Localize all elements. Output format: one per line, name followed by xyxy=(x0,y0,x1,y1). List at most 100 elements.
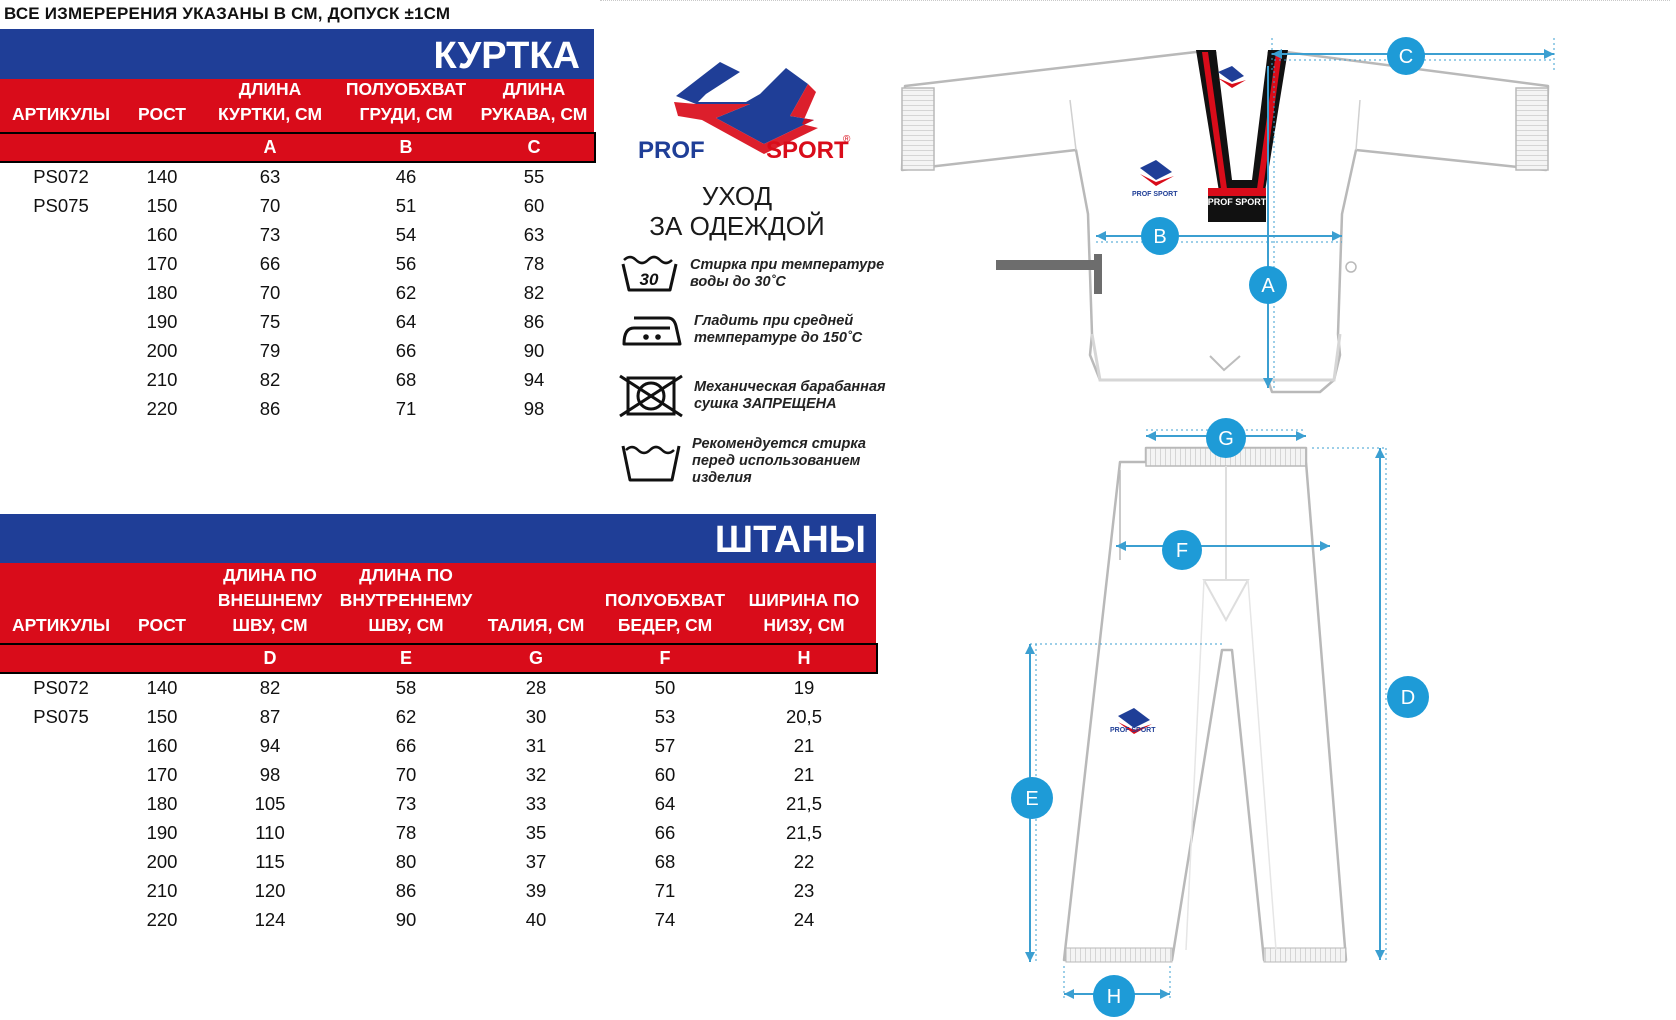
pants-cell-art: PS075 xyxy=(33,706,89,727)
pants-cell-h: 140 xyxy=(146,677,178,698)
chest-logo-icon: PROF SPORT xyxy=(1132,160,1178,198)
collar-logo-icon xyxy=(1218,66,1246,88)
pants-cell-f: 64 xyxy=(654,793,676,814)
pants-cell-g: 39 xyxy=(525,880,547,901)
pants-col-waist: ТАЛИЯ, СМ xyxy=(487,615,585,635)
jacket-cell-b: 66 xyxy=(395,340,417,361)
jacket-letter-a: A xyxy=(263,137,277,157)
pants-cell-h: 160 xyxy=(146,735,178,756)
jacket-cell-c: 98 xyxy=(523,398,545,419)
jacket-cell-c: 63 xyxy=(523,224,545,245)
pants-letter-d: D xyxy=(263,648,277,668)
jacket-cell-c: 94 xyxy=(523,369,545,390)
wash-before-use-icon xyxy=(621,445,681,481)
pants-cell-h: 190 xyxy=(146,822,178,843)
pants-cell-e: 80 xyxy=(395,851,417,872)
pants-cell-f: 71 xyxy=(654,880,676,901)
pants-letter-h: H xyxy=(797,648,811,668)
pants-cell-hh: 19 xyxy=(793,677,815,698)
marker-h: H xyxy=(1093,975,1135,1017)
logo-mark-icon: PROF SPORT ® xyxy=(638,62,851,164)
jacket-cell-c: 90 xyxy=(523,340,545,361)
svg-text:E: E xyxy=(1025,788,1038,810)
jacket-cell-h: 210 xyxy=(146,369,178,390)
logo-text-prof: PROF xyxy=(638,137,705,164)
pants-cell-d: 94 xyxy=(259,735,281,756)
jacket-cell-c: 55 xyxy=(523,166,545,187)
pants-letter-row: D E G F H xyxy=(0,643,878,674)
pants-letter-f: F xyxy=(659,648,671,668)
jacket-letter-row: A B C xyxy=(0,132,596,163)
pants-cell-f: 53 xyxy=(654,706,676,727)
jacket-cell-a: 86 xyxy=(259,398,281,419)
jacket-letter-c: C xyxy=(527,137,541,157)
svg-text:A: A xyxy=(1261,275,1275,297)
marker-g: G xyxy=(1206,418,1246,458)
care-text-wash: Стирка при температуре воды до 30˚С xyxy=(690,257,885,290)
marker-f: F xyxy=(1162,530,1202,570)
svg-text:PROF SPORT: PROF SPORT xyxy=(1110,727,1156,734)
jacket-cell-h: 160 xyxy=(146,224,178,245)
jacket-cell-c: 78 xyxy=(523,253,545,274)
pants-cell-f: 68 xyxy=(654,851,676,872)
jacket-cell-b: 62 xyxy=(395,282,417,303)
marker-c: C xyxy=(1387,37,1425,75)
iron-icon xyxy=(622,316,682,346)
jacket-cell-a: 63 xyxy=(259,166,281,187)
jacket-title-band: КУРТКА xyxy=(0,29,594,79)
pants-col-height: РОСТ xyxy=(138,615,186,635)
marker-e: E xyxy=(1011,777,1053,819)
care-text-iron: Гладить при средней температуре до 150˚С xyxy=(694,313,863,346)
jacket-cell-h: 200 xyxy=(146,340,178,361)
jacket-letter-b: B xyxy=(399,137,413,157)
pants-cell-hh: 24 xyxy=(793,909,815,930)
pants-cell-d: 110 xyxy=(255,822,285,843)
jacket-cell-c: 82 xyxy=(523,282,545,303)
svg-text:D: D xyxy=(1401,687,1415,709)
svg-text:PROF SPORT: PROF SPORT xyxy=(1132,191,1178,198)
pants-cell-d: 115 xyxy=(255,851,285,872)
pants-cell-d: 120 xyxy=(254,880,286,901)
pants-cell-g: 31 xyxy=(525,735,547,756)
pants-cell-e: 86 xyxy=(395,880,417,901)
jacket-row: 200 79 66 90 xyxy=(0,340,596,369)
jacket-col-chest: ПОЛУОБХВАТ ГРУДИ, СМ xyxy=(345,79,467,124)
jacket-cell-a: 70 xyxy=(259,282,281,303)
jacket-cell-h: 190 xyxy=(146,311,178,332)
pants-cell-g: 40 xyxy=(525,909,547,930)
jacket-col-sleeve: ДЛИНА РУКАВА, СМ xyxy=(480,79,588,124)
marker-b: B xyxy=(1141,217,1179,255)
pants-cell-h: 220 xyxy=(146,909,178,930)
care-text-dry: Механическая барабанная сушка ЗАПРЕЩЕНА xyxy=(694,379,886,412)
pants-cell-h: 180 xyxy=(146,793,178,814)
jacket-cell-a: 79 xyxy=(259,340,281,361)
jacket-cell-a: 73 xyxy=(259,224,281,245)
pants-cell-hh: 22 xyxy=(793,851,815,872)
collar-patch-text: PROF SPORT xyxy=(1208,197,1267,207)
pants-cell-e: 62 xyxy=(395,706,417,727)
pants-cell-h: 200 xyxy=(146,851,178,872)
svg-text:B: B xyxy=(1153,226,1166,248)
pants-col-articles: АРТИКУЛЫ xyxy=(11,615,111,635)
marker-a: A xyxy=(1249,266,1287,304)
pants-cell-hh: 21 xyxy=(793,764,815,785)
logo-registered-mark: ® xyxy=(843,134,851,145)
pants-cell-d: 105 xyxy=(254,793,286,814)
pants-cell-e: 66 xyxy=(395,735,417,756)
pants-col-inner: ДЛИНА ПО ВНУТРЕННЕМУ ШВУ, СМ xyxy=(339,565,473,635)
care-title: УХОД ЗА ОДЕЖДОЙ xyxy=(649,181,825,241)
